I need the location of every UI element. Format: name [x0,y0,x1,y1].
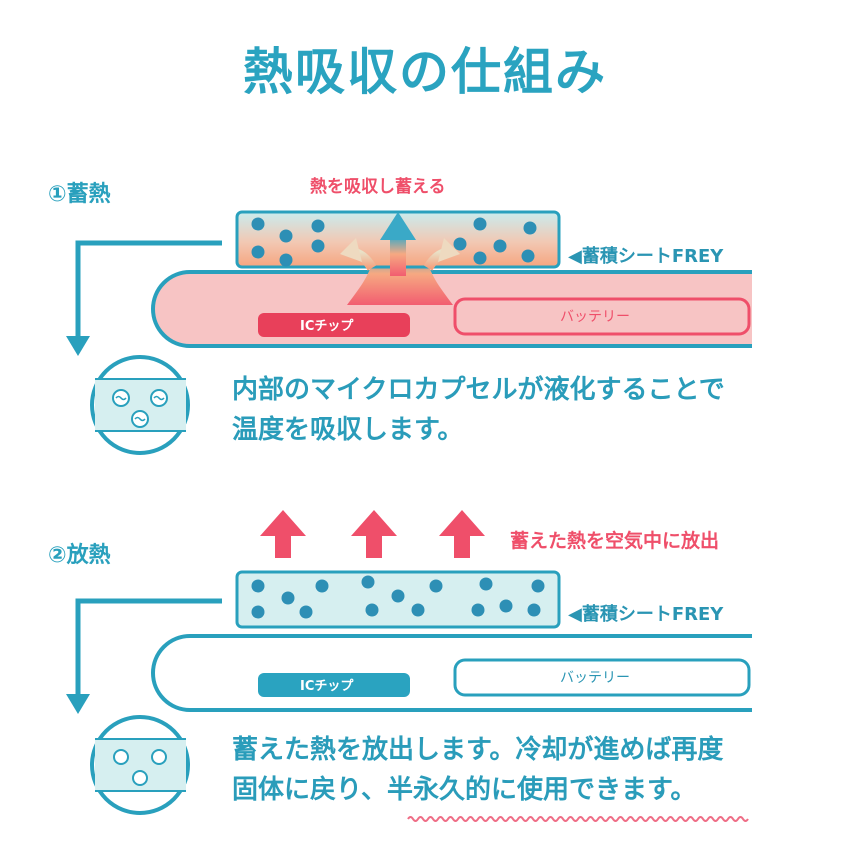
capsule-dot [281,591,295,605]
sheet-label-2: ◀蓄積シートFREY [568,604,724,625]
absorb-arrows [340,212,460,276]
release-arrows [260,510,485,558]
heat-up-arrow [439,510,485,558]
capsule-dot [279,253,293,267]
capsule-dot [479,577,493,591]
capsule-dot [251,217,265,231]
description-2-line2: 固体に戻り、半永久的に使用できます。 [232,775,697,805]
capsule-dot [391,589,405,603]
battery-block-1 [453,297,751,336]
battery-block-2 [453,658,751,697]
connector-arrow-1 [66,240,222,356]
capsule-dot [471,603,485,617]
capsule-dot [315,579,329,593]
capsule-dot [279,229,293,243]
capsule-dot [473,217,487,231]
description-1-line1: 内部のマイクロカプセルが液化することで [232,375,725,405]
description-2-line1: 蓄えた熱を放出します。冷却が進めば再度 [232,735,724,765]
capsule-dot [299,605,313,619]
capsule-dot [493,239,507,253]
ic-chip-1 [258,313,410,337]
capsule-detail-circle-1 [90,355,190,455]
microcapsule-dots-1 [251,217,537,267]
capsule-dot [251,245,265,259]
capsule-dot [365,603,379,617]
ic-chip-2 [258,673,410,697]
capsule-dot [429,579,443,593]
capsule-detail-circle-2 [90,715,190,815]
ic-chip-label-1: ICチップ [300,319,354,334]
capsule-dot [361,575,375,589]
description-1-line2: 温度を吸収します。 [232,415,464,445]
heat-absorb-label: 熱を吸収し蓄える [310,177,446,197]
step-label-release: ②放熱 [48,543,111,568]
capsule-dot [521,249,535,263]
battery-label-2: バッテリー [560,670,630,686]
page-title: 熱吸収の仕組み [243,43,607,101]
capsule-dot [531,579,545,593]
capsule-dot [499,599,513,613]
capsule-dot [311,239,325,253]
heat-up-arrow [351,510,397,558]
capsule-dot [251,605,265,619]
capsule-dot [251,579,265,593]
capsule-dot [527,603,541,617]
capsule-dot [311,219,325,233]
battery-label-1: バッテリー [560,309,630,325]
capsule-dot [523,221,537,235]
ic-chip-label-2: ICチップ [300,679,354,694]
capsule-dot [411,603,425,617]
connector-arrow-2 [66,598,222,714]
capsule-dot [453,237,467,251]
sheet-label-1: ◀蓄積シートFREY [568,246,724,267]
heat-release-label: 蓄えた熱を空気中に放出 [510,530,720,552]
capsule-dot [473,251,487,265]
step-label-storage: ①蓄熱 [48,182,111,207]
heat-up-arrow [260,510,306,558]
microcapsule-dots-2 [251,575,545,619]
wavy-underline [407,816,749,822]
